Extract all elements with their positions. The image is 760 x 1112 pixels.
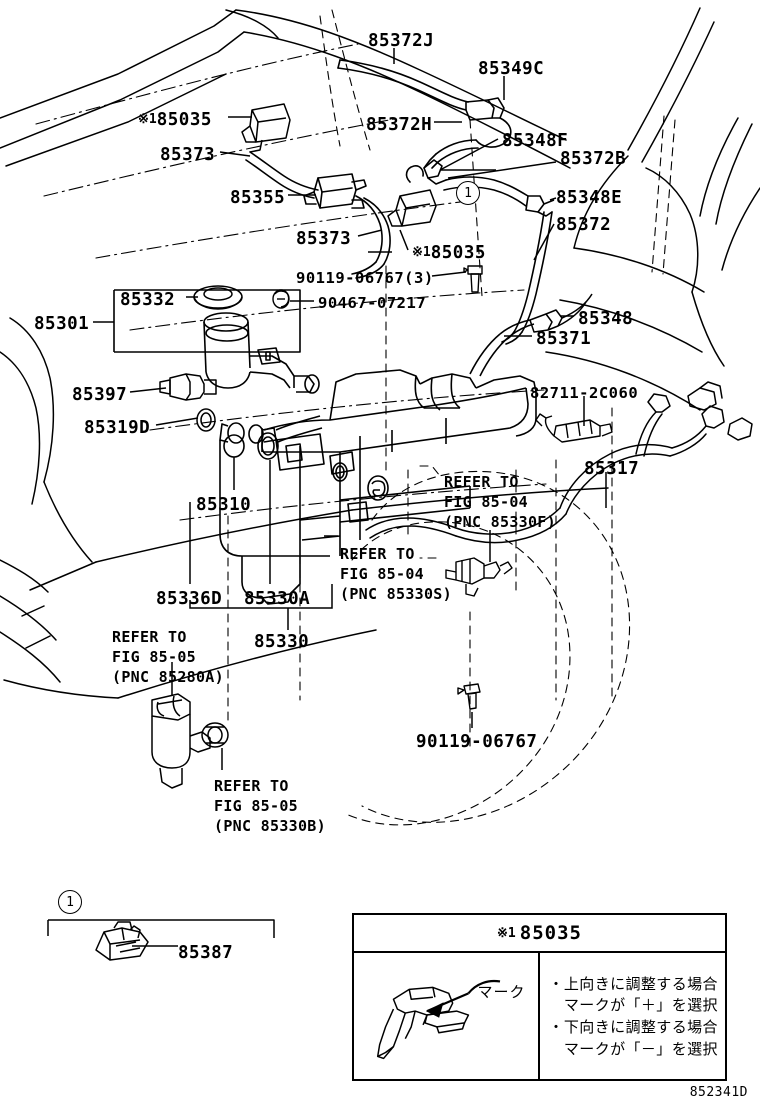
callout-90119-06767-qty3: 90119-06767(3) (296, 269, 434, 287)
callout-85319D: 85319D (84, 418, 151, 438)
callout-85310: 85310 (196, 495, 252, 515)
note-box-figure-cell: マーク (354, 953, 540, 1081)
callout-85397: 85397 (72, 385, 128, 405)
note-box-body: マーク ・上向きに調整する場合 マークが「＋」を選択 ・下向きに調整する場合 マ… (354, 953, 725, 1081)
refer-block-85330S: REFER TO FIG 85-04 (PNC 85330S) (340, 545, 452, 603)
circled-ref-1-inset: 1 (58, 890, 82, 914)
asterisk-mark-icon: ※1 (412, 245, 431, 260)
callout-85373-upper: 85373 (160, 145, 216, 165)
callout-85301: 85301 (34, 314, 90, 334)
mark-label: マーク (477, 983, 526, 1001)
callout-85372J: 85372J (368, 31, 435, 51)
inset-85387-artwork (47, 919, 275, 961)
callout-85373-lower: 85373 (296, 229, 352, 249)
callout-85372B: 85372B (560, 149, 627, 169)
callout-90467-07217: 90467-07217 (318, 294, 427, 312)
refer-block-85330F: REFER TO FIG 85-04 (PNC 85330F) (444, 473, 556, 531)
sheet-id: 852341D (689, 1085, 748, 1100)
asterisk-mark-icon: ※1 (497, 925, 516, 941)
refer-block-85280A: REFER TO FIG 85-05 (PNC 85280A) (112, 628, 224, 686)
callout-85348E: 85348E (556, 188, 623, 208)
nozzle-mark-illustration (376, 979, 501, 1060)
callout-85330A: 85330A (244, 589, 311, 609)
callout-90119-06767: 90119-06767 (416, 732, 538, 752)
asterisk-mark-icon: ※1 (138, 112, 157, 127)
callout-85355: 85355 (230, 188, 286, 208)
callout-85371: 85371 (536, 329, 592, 349)
callout-85330: 85330 (254, 632, 310, 652)
note-box-text-cell: ・上向きに調整する場合 マークが「＋」を選択 ・下向きに調整する場合 マークが「… (540, 953, 726, 1081)
note-instructions: ・上向きに調整する場合 マークが「＋」を選択 ・下向きに調整する場合 マークが「… (548, 974, 718, 1058)
refer-block-85330B: REFER TO FIG 85-05 (PNC 85330B) (214, 777, 326, 835)
circled-ref-1-main: 1 (456, 181, 480, 205)
callout-85336D: 85336D (156, 589, 223, 609)
callout-85332: 85332 (120, 290, 176, 310)
callout-85348: 85348 (578, 309, 634, 329)
callout-85372: 85372 (556, 215, 612, 235)
callout-85035-lower: ※185035 (412, 243, 486, 263)
callout-82711-2C060: 82711-2C060 (530, 384, 639, 402)
callout-85372H: 85372H (366, 115, 433, 135)
callout-85387: 85387 (178, 943, 234, 963)
callout-85317: 85317 (584, 459, 640, 479)
callout-85348F: 85348F (502, 131, 569, 151)
callout-85035-upper: ※185035 (138, 110, 212, 130)
callout-85349C: 85349C (478, 59, 545, 79)
